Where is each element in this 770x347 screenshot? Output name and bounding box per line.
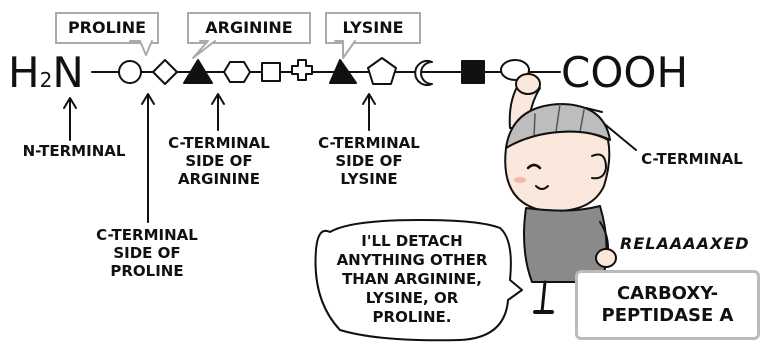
residue-triangle-filled <box>183 59 213 84</box>
carboxypeptidase-label: CARBOXY- PEPTIDASE A <box>575 270 760 340</box>
formula-n: N <box>52 48 84 97</box>
face <box>504 130 611 212</box>
n-terminal-label: N-TERMINAL <box>22 142 126 160</box>
arginine-side-arrow <box>211 93 225 131</box>
lysine-side-arrow <box>362 93 376 131</box>
residue-filled-square <box>461 60 485 84</box>
arginine-box: ARGININE <box>187 12 311 44</box>
c-terminal-side-proline-label: C-TERMINAL SIDE OF PROLINE <box>96 226 198 280</box>
residue-diamond <box>152 59 178 85</box>
lysine-box: LYSINE <box>325 12 421 44</box>
arginine-box-pointer <box>192 40 216 59</box>
speech-text: I'LL DETACH ANYTHING OTHER THAN ARGININE… <box>336 232 488 326</box>
residue-right-triangle-filled <box>329 59 357 84</box>
formula-h: H <box>8 48 40 97</box>
c-terminal-label: C-TERMINAL <box>641 150 743 168</box>
residue-square <box>261 62 281 82</box>
formula-subscript: 2 <box>39 68 53 92</box>
hand-left <box>595 248 617 268</box>
lysine-box-pointer <box>334 40 356 59</box>
kid-character <box>504 73 617 314</box>
hand-grab <box>515 73 541 95</box>
speech-bubble <box>314 219 523 342</box>
n-terminal-amino-group: H2N <box>8 52 84 101</box>
residue-crescent <box>414 60 433 86</box>
c-terminal-side-lysine-label: C-TERMINAL SIDE OF LYSINE <box>318 134 420 188</box>
c-terminal-carboxyl-group: COOH <box>561 48 689 97</box>
relaxed-sound-effect: RELAAAAXED <box>620 234 750 253</box>
residue-cross <box>291 59 313 81</box>
proline-box: PROLINE <box>55 12 159 44</box>
residue-pentagon <box>367 57 397 85</box>
residue-hexagon <box>223 61 251 83</box>
proline-box-pointer <box>129 40 153 56</box>
n-terminal-arrow <box>63 97 77 141</box>
c-terminal-side-arginine-label: C-TERMINAL SIDE OF ARGININE <box>168 134 270 188</box>
residue-circle <box>118 60 142 84</box>
proline-side-arrow <box>141 93 155 223</box>
